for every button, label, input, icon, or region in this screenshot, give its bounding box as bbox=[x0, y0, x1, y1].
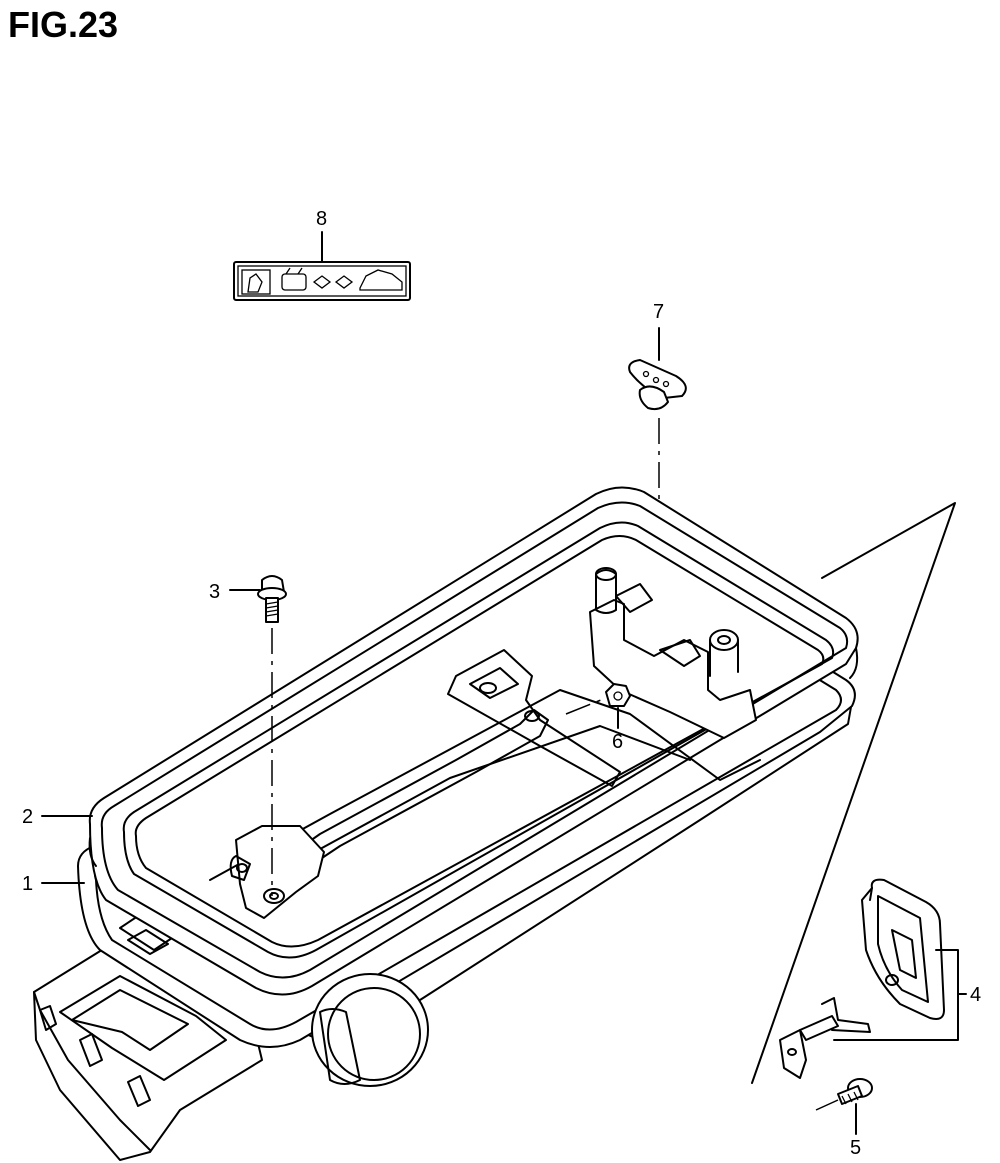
callout-3: 3 bbox=[209, 581, 220, 603]
part-5-screw[interactable] bbox=[837, 1078, 873, 1105]
cover-upper-rim bbox=[122, 521, 835, 959]
part-4-hook[interactable] bbox=[779, 997, 871, 1079]
centerline-5 bbox=[815, 1099, 839, 1111]
centerline-6 bbox=[565, 697, 607, 715]
callout-5: 5 bbox=[850, 1137, 861, 1159]
part-7-grommet[interactable] bbox=[628, 359, 687, 411]
callout-8: 8 bbox=[316, 208, 327, 230]
part-8-decal[interactable] bbox=[233, 261, 411, 301]
part-3-bolt[interactable] bbox=[257, 575, 287, 623]
callout-7: 7 bbox=[653, 301, 664, 323]
callout-4: 4 bbox=[970, 984, 981, 1006]
part-6-nut[interactable] bbox=[605, 683, 631, 707]
callout-1: 1 bbox=[22, 873, 33, 895]
part-4-latch[interactable] bbox=[861, 878, 945, 1020]
group-bracket-line bbox=[751, 502, 956, 1084]
figure-title: FIG.23 bbox=[8, 4, 119, 45]
callout-2: 2 bbox=[22, 806, 33, 828]
callout-6: 6 bbox=[612, 731, 623, 753]
